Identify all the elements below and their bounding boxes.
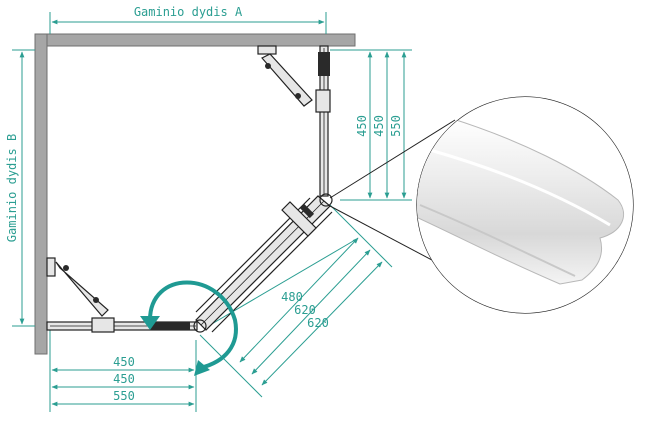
- right-dim-3: 550: [389, 115, 403, 137]
- left-wall-bracket: [46, 257, 109, 317]
- diagonal-dim-2: 620: [294, 303, 316, 317]
- width-b-label: Gaminio dydis B: [5, 134, 19, 242]
- bottom-dim-3: 550: [113, 389, 135, 403]
- dimension-b: Gaminio dydis B: [5, 49, 35, 327]
- diagonal-dim-1: 480: [281, 290, 303, 304]
- diagonal-dim-3: 620: [307, 316, 329, 330]
- bottom-dim-1: 450: [113, 355, 135, 369]
- diagonal-dimensions: 480 620 620: [199, 204, 393, 398]
- arrow-head-end: [194, 360, 210, 376]
- right-dimensions: 450 450 550: [330, 49, 412, 201]
- bottom-dim-2: 450: [113, 372, 135, 386]
- curved-arrow-icon: [148, 280, 238, 370]
- top-wall-bracket: [257, 45, 313, 107]
- profile-detail: [416, 96, 634, 314]
- dimension-a: Gaminio dydis A: [49, 5, 327, 34]
- left-fixed-panel: [46, 317, 198, 333]
- right-fixed-panel: [315, 45, 331, 197]
- right-dim-2: 450: [372, 115, 386, 137]
- width-a-label: Gaminio dydis A: [134, 5, 243, 19]
- diagonal-doors: [193, 193, 333, 333]
- right-dim-1: 450: [355, 115, 369, 137]
- left-wall: [34, 33, 48, 355]
- callout-line-top: [329, 119, 456, 199]
- top-wall: [34, 33, 356, 47]
- arrow-head-start: [140, 316, 160, 330]
- bottom-dimensions: 450 450 550: [49, 330, 197, 412]
